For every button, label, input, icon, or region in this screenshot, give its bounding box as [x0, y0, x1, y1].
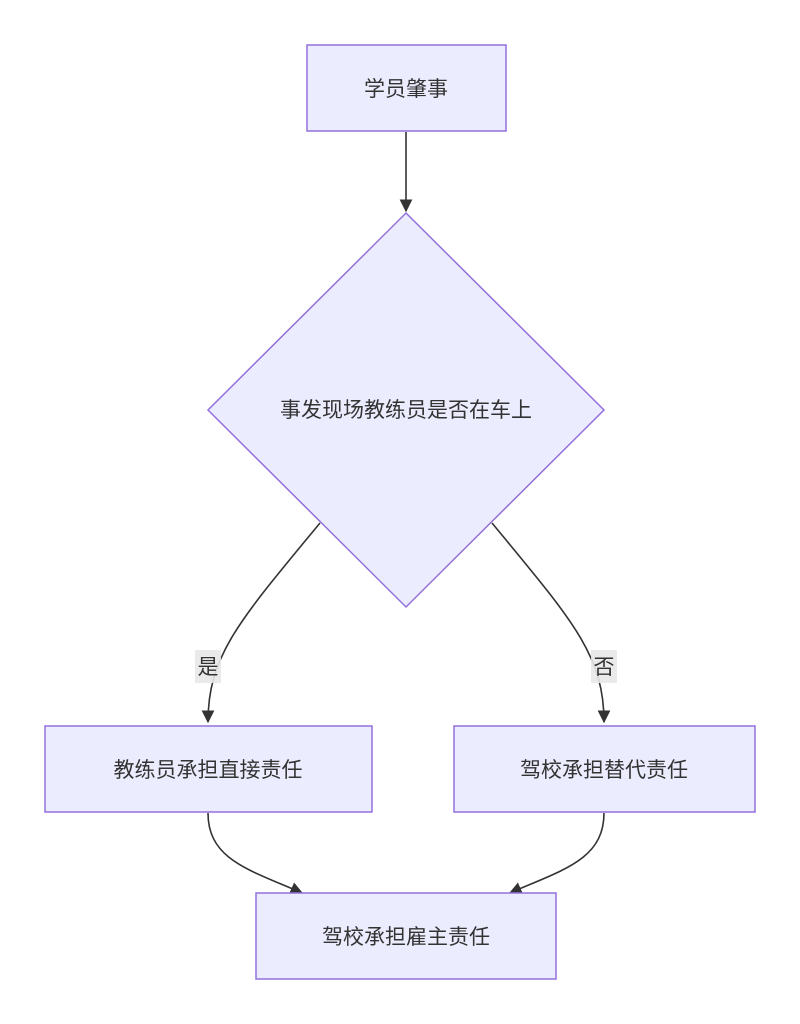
svg-text:事发现场教练员是否在车上: 事发现场教练员是否在车上	[280, 398, 532, 422]
node-decision: 事发现场教练员是否在车上	[206, 211, 606, 609]
edge-yes-to-final	[207, 812, 304, 895]
edge-no-to-final	[508, 812, 605, 895]
svg-text:驾校承担替代责任: 驾校承担替代责任	[520, 758, 688, 782]
svg-text:否: 否	[594, 655, 615, 679]
svg-text:教练员承担直接责任: 教练员承担直接责任	[114, 758, 303, 782]
node-final: 驾校承担雇主责任	[255, 892, 557, 980]
edge-label-yes: 是	[195, 650, 221, 683]
edge-decision-to-yes	[201, 522, 321, 724]
svg-text:是: 是	[198, 655, 219, 679]
node-yes-result: 教练员承担直接责任	[44, 725, 373, 813]
edge-decision-to-no	[491, 522, 611, 724]
svg-text:驾校承担雇主责任: 驾校承担雇主责任	[322, 925, 490, 949]
node-start: 学员肇事	[306, 44, 507, 132]
svg-text:学员肇事: 学员肇事	[364, 77, 448, 101]
edge-label-no: 否	[591, 650, 617, 683]
node-no-result: 驾校承担替代责任	[453, 725, 756, 813]
